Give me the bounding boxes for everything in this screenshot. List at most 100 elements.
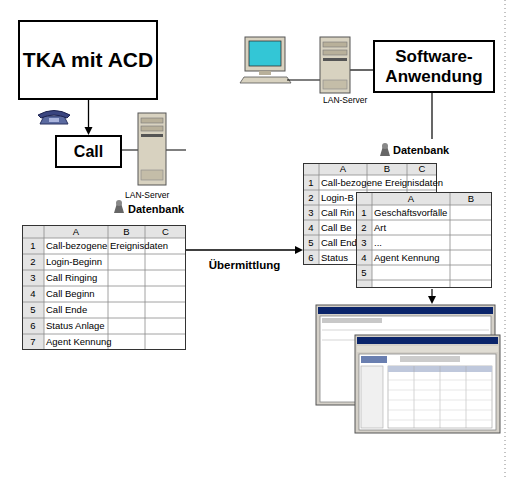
server-icon <box>320 37 350 93</box>
table-cell: Geschäftsvorfälle <box>374 205 447 220</box>
table-header-cell: 5 <box>303 235 319 250</box>
table-header-cell: 2 <box>22 254 44 270</box>
table-cell: Call End <box>321 235 357 250</box>
connector-line <box>186 249 296 250</box>
table-gridline <box>22 334 186 335</box>
table-header-fill <box>22 225 186 238</box>
table-header-cell: 7 <box>22 334 44 350</box>
screenshot-front <box>355 335 500 433</box>
table-cell: Call Rin <box>321 205 354 220</box>
table-header-cell: A <box>44 225 108 238</box>
server-slot <box>323 58 347 61</box>
server-drive <box>141 118 163 123</box>
window-toolbar <box>357 346 498 352</box>
table-cell: Status Anlage <box>46 318 105 334</box>
table-gridline <box>372 192 373 288</box>
box-text: Call <box>74 143 103 161</box>
window-logo <box>361 356 387 363</box>
window-sidebar <box>361 366 383 428</box>
table-header-cell: 3 <box>356 235 372 250</box>
table-gridline <box>22 238 186 239</box>
computer-icon <box>240 37 291 83</box>
window-heading <box>400 356 460 362</box>
server-case <box>138 113 166 185</box>
application-box: Software-Anwendung <box>373 40 495 93</box>
table-header-cell: 1 <box>303 175 319 190</box>
table-header-cell: 5 <box>356 265 372 280</box>
grid-line <box>440 366 441 428</box>
database-icon <box>114 200 124 213</box>
table-header-cell: B <box>108 225 145 238</box>
server-case <box>320 37 350 93</box>
phone-keys <box>49 118 59 122</box>
database-table: ABC 1Call-bezogene Ereignisdaten2Login-Be… <box>22 225 186 350</box>
phone-handset <box>38 111 70 119</box>
table-header-fill <box>356 192 492 205</box>
box-text: TKA mit ACD <box>23 48 153 72</box>
table-gridline <box>22 286 186 287</box>
table-cell: Call-bezogene Ereignisdaten <box>321 175 443 190</box>
table-cell: Login-B <box>321 190 354 205</box>
table-cell: Login-Beginn <box>46 254 102 270</box>
server-slot <box>141 134 163 137</box>
window-titlebar <box>357 337 498 344</box>
table-header-cell: 3 <box>22 270 44 286</box>
server-drive <box>323 50 347 55</box>
table-gridline <box>303 175 437 176</box>
network-line <box>350 69 373 70</box>
grid-line <box>322 330 489 331</box>
monitor-screen <box>249 41 281 66</box>
window-titlebar <box>318 307 493 314</box>
table-header-cell: 1 <box>22 238 44 254</box>
table-gridline <box>356 250 492 251</box>
arrow-head <box>295 246 303 254</box>
system-box: TKA mit ACD <box>18 20 158 100</box>
server-panel <box>323 80 347 89</box>
server-panel <box>141 170 163 180</box>
grid-line <box>388 380 492 381</box>
table-cell: Call-bezogene Ereignisdaten <box>46 238 168 254</box>
table-gridline <box>22 302 186 303</box>
table-cell: Call Ringing <box>46 270 97 286</box>
table-header-cell: 4 <box>356 250 372 265</box>
grid-line <box>466 366 467 428</box>
table-cell: Status <box>321 250 348 265</box>
table-header-cell: A <box>372 192 450 205</box>
table-header-cell: 2 <box>303 190 319 205</box>
table-header-cell: C <box>407 163 437 175</box>
database-glyph <box>116 200 122 206</box>
table-header-cell: 6 <box>22 318 44 334</box>
table-cell: Art <box>374 220 386 235</box>
table-header-cell: 1 <box>356 205 372 220</box>
dotted-border <box>505 0 506 479</box>
table-header-cell: 2 <box>356 220 372 235</box>
window-toolbar <box>322 318 382 323</box>
table-cell: Agent Kennung <box>374 250 440 265</box>
table-gridline <box>22 318 186 319</box>
table-gridline <box>44 225 45 350</box>
table-header-cell: C <box>145 225 186 238</box>
phone-icon <box>38 111 70 125</box>
window-table <box>388 366 492 428</box>
table-header-cell: 4 <box>303 220 319 235</box>
table-border <box>23 226 186 350</box>
monitor-stand <box>259 71 271 75</box>
table-header-fill <box>303 163 437 175</box>
grid-line <box>388 410 492 411</box>
server-label: LAN-Server <box>323 95 367 105</box>
table-border <box>357 193 492 288</box>
connector <box>186 246 303 254</box>
call-box: Call <box>55 135 122 168</box>
window-content <box>359 354 496 430</box>
table-gridline <box>450 192 451 288</box>
table-header-cell: 5 <box>22 302 44 318</box>
table-header-cell: B <box>450 192 492 205</box>
grid-line <box>388 420 492 421</box>
arrow-head <box>428 296 436 304</box>
grid-line <box>388 390 492 391</box>
window-frame <box>355 335 500 433</box>
table-cell: Call Ende <box>46 302 87 318</box>
